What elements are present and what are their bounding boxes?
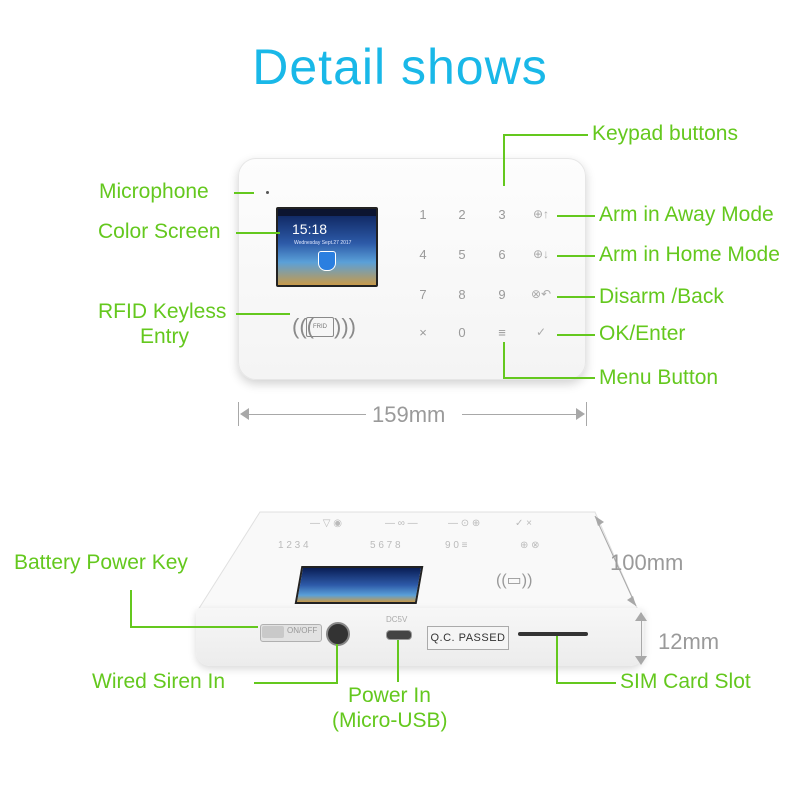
height-dim-line <box>641 613 642 663</box>
micro-usb-port[interactable] <box>386 630 412 640</box>
switch-label: ON/OFF <box>287 626 318 635</box>
keypad-row-1: — ▽ ◉ <box>310 518 342 529</box>
callout-rfid-line2: Entry <box>140 325 190 348</box>
callout-battery-power-key: Battery Power Key <box>14 551 188 574</box>
rfid-side-icon: ((▭)) <box>496 572 533 589</box>
key-4[interactable]: 4 <box>419 247 427 262</box>
keypad-row-7: 9 0 ≡ <box>445 540 468 551</box>
callout-microphone: Microphone <box>99 180 209 203</box>
line-keypad-h <box>503 134 588 136</box>
ok-icon[interactable]: ✓ <box>535 325 547 339</box>
callout-sim-card-slot: SIM Card Slot <box>620 670 751 693</box>
callout-arm-home: Arm in Home Mode <box>599 243 780 266</box>
shield-icon <box>318 251 336 271</box>
arm-home-icon[interactable]: ⊕↓ <box>532 247 550 261</box>
depth-dimension <box>594 515 637 607</box>
callout-rfid-line1: RFID Keyless <box>98 300 227 323</box>
qc-passed-sticker: Q.C. PASSED <box>427 626 509 650</box>
color-screen: 15:18 Wednesday Sept.27 2017 <box>276 207 378 287</box>
switch-knob[interactable] <box>262 626 284 638</box>
key-0[interactable]: 0 <box>458 325 466 340</box>
line-menu-v <box>503 342 505 379</box>
rfid-card-icon: FRID <box>306 317 334 337</box>
line-keypad-v <box>503 134 505 186</box>
page-title: Detail shows <box>252 39 548 95</box>
callout-power-in-line2: (Micro-USB) <box>332 709 448 732</box>
rfid-wave-right-icon: ))) <box>334 314 356 339</box>
keypad-row-4: ✓ × <box>515 518 532 529</box>
color-screen-side-view <box>294 566 424 604</box>
callout-wired-siren-in: Wired Siren In <box>92 670 226 693</box>
line-color-screen <box>236 232 280 234</box>
line-arm-home <box>557 255 595 257</box>
width-label: 159mm <box>372 402 446 427</box>
dim-tick-right <box>586 402 587 426</box>
line-power-in <box>397 640 399 682</box>
arm-away-icon[interactable]: ⊕↑ <box>532 207 550 221</box>
dim-tick-left <box>238 402 239 426</box>
key-7[interactable]: 7 <box>419 287 427 302</box>
key-menu[interactable]: ≡ <box>498 325 506 340</box>
disarm-icon[interactable]: ⊗↶ <box>530 287 552 301</box>
screen-status-bar <box>278 209 376 216</box>
siren-jack[interactable] <box>326 622 350 646</box>
rfid-wave-left-icon: ((( <box>292 314 314 339</box>
sim-card-slot[interactable] <box>518 632 588 636</box>
key-5[interactable]: 5 <box>458 247 466 262</box>
dim-arrow-right-icon <box>576 408 585 420</box>
key-3[interactable]: 3 <box>498 207 506 222</box>
key-2[interactable]: 2 <box>458 207 466 222</box>
line-battery-h <box>130 626 258 628</box>
key-6[interactable]: 6 <box>498 247 506 262</box>
line-arm-away <box>557 215 595 217</box>
callout-keypad-buttons: Keypad buttons <box>592 122 738 145</box>
key-9[interactable]: 9 <box>498 287 506 302</box>
keypad-row-5: 1 2 3 4 <box>278 540 309 551</box>
microphone-hole <box>266 191 269 194</box>
line-disarm <box>557 296 595 298</box>
dim-line-right <box>462 414 580 415</box>
line-ok <box>557 334 595 336</box>
callout-arm-away: Arm in Away Mode <box>599 203 774 226</box>
line-rfid <box>236 313 290 315</box>
callout-power-in-line1: Power In <box>348 684 431 707</box>
line-siren-h <box>254 682 338 684</box>
height-arrow-down-icon <box>635 656 647 665</box>
screen-date: Wednesday Sept.27 2017 <box>294 240 352 246</box>
screen-time: 15:18 <box>292 221 328 237</box>
usb-label: DC5V <box>386 615 408 624</box>
callout-disarm-back: Disarm /Back <box>599 285 724 308</box>
dim-line-left <box>244 414 366 415</box>
line-sim-v <box>556 636 558 684</box>
line-battery-v <box>130 590 132 628</box>
key-8[interactable]: 8 <box>458 287 466 302</box>
key-1[interactable]: 1 <box>419 207 427 222</box>
line-microphone <box>234 192 254 194</box>
keypad-row-6: 5 6 7 8 <box>370 540 401 551</box>
height-arrow-up-icon <box>635 612 647 621</box>
depth-label: 100mm <box>610 550 684 575</box>
height-label: 12mm <box>658 629 720 654</box>
line-sim-h <box>556 682 616 684</box>
line-menu-h <box>503 377 595 379</box>
keypad-row-3: — ⊙ ⊕ <box>448 518 481 529</box>
callout-menu-button: Menu Button <box>599 366 719 389</box>
keypad-row-8: ⊕ ⊗ <box>520 540 540 551</box>
callout-color-screen: Color Screen <box>98 220 221 243</box>
callout-ok-enter: OK/Enter <box>599 322 686 345</box>
key-cancel[interactable]: × <box>419 325 427 340</box>
keypad-row-2: — ∞ — <box>385 518 418 529</box>
dim-arrow-left-icon <box>240 408 249 420</box>
line-siren-v <box>336 644 338 684</box>
